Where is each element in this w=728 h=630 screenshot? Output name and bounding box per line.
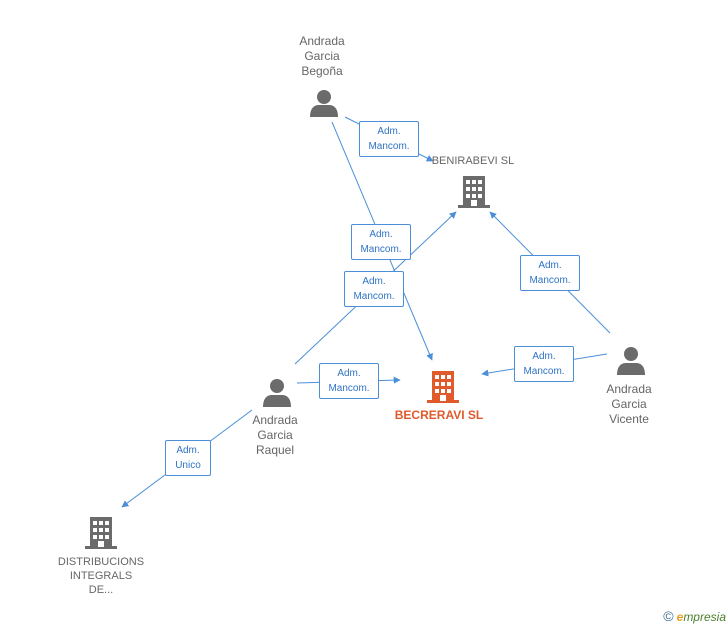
company-name: BENIRABEVI SL (431, 155, 515, 167)
person-node-raquel[interactable]: Andrada Garcia Raquel (237, 413, 313, 458)
edge-role-detail: Mancom. (523, 366, 565, 377)
edge-role: Adm. (369, 229, 393, 240)
building-icon-benirabevi (458, 176, 490, 208)
edge-role-detail: Mancom. (353, 291, 395, 302)
edge-role-detail: Mancom. (529, 275, 571, 286)
empresia-watermark: ©empresia (663, 608, 726, 624)
edge-role-detail: Unico (175, 460, 201, 471)
edge-label-begona-becreravi[interactable]: Adm. Mancom. (351, 224, 411, 260)
person-name-line1: Andrada (252, 413, 298, 427)
edge-role: Adm. (176, 445, 200, 456)
company-node-distribucions[interactable]: DISTRIBUCIONS INTEGRALS DE... (46, 555, 156, 597)
edge-role-detail: Mancom. (328, 383, 370, 394)
person-icon-begona (310, 90, 338, 117)
person-name-line2: Garcia (611, 397, 647, 411)
person-name-line2: Garcia (304, 49, 340, 63)
person-name-line3: Begoña (301, 64, 343, 78)
company-name-line2: INTEGRALS (69, 570, 133, 582)
person-node-vicente[interactable]: Andrada Garcia Vicente (591, 382, 667, 427)
building-icon-distribucions (85, 517, 117, 549)
edge-label-vicente-becreravi[interactable]: Adm. Mancom. (514, 346, 574, 382)
company-name: BECRERAVI SL (394, 408, 484, 422)
copyright-icon: © (663, 608, 674, 624)
person-name-line3: Vicente (609, 412, 649, 426)
edge-label-raquel-benirabevi[interactable]: Adm. Mancom. (344, 271, 404, 307)
building-icon-becreravi (427, 371, 459, 403)
edge-role: Adm. (532, 351, 556, 362)
person-icon-raquel (263, 379, 291, 407)
brand-logo-text: mpresia (683, 610, 726, 624)
edge-label-vicente-benirabevi[interactable]: Adm. Mancom. (520, 255, 580, 291)
person-name-line3: Raquel (255, 443, 295, 457)
person-icon-vicente (617, 347, 645, 375)
edge-role-detail: Mancom. (360, 244, 402, 255)
edge-label-begona-benirabevi[interactable]: Adm. Mancom. (359, 121, 419, 157)
company-name-line1: DISTRIBUCIONS (57, 556, 145, 568)
edge-label-raquel-becreravi[interactable]: Adm. Mancom. (319, 363, 379, 399)
edge-label-raquel-distribucions[interactable]: Adm. Unico (165, 440, 211, 476)
edge-role: Adm. (538, 260, 562, 271)
person-name-line1: Andrada (299, 34, 345, 48)
company-node-benirabevi[interactable]: BENIRABEVI SL (418, 154, 528, 168)
edge-role-detail: Mancom. (368, 141, 410, 152)
person-name-line2: Garcia (257, 428, 293, 442)
edge-role: Adm. (337, 368, 361, 379)
person-name-line1: Andrada (606, 382, 652, 396)
company-name-line3: DE... (88, 584, 114, 596)
edge-role: Adm. (362, 276, 386, 287)
company-node-becreravi[interactable]: BECRERAVI SL (384, 408, 494, 422)
edge-role: Adm. (377, 126, 401, 137)
person-node-begona[interactable]: Andrada Garcia Begoña (284, 34, 360, 79)
brand-logo-initial: e (676, 610, 684, 624)
